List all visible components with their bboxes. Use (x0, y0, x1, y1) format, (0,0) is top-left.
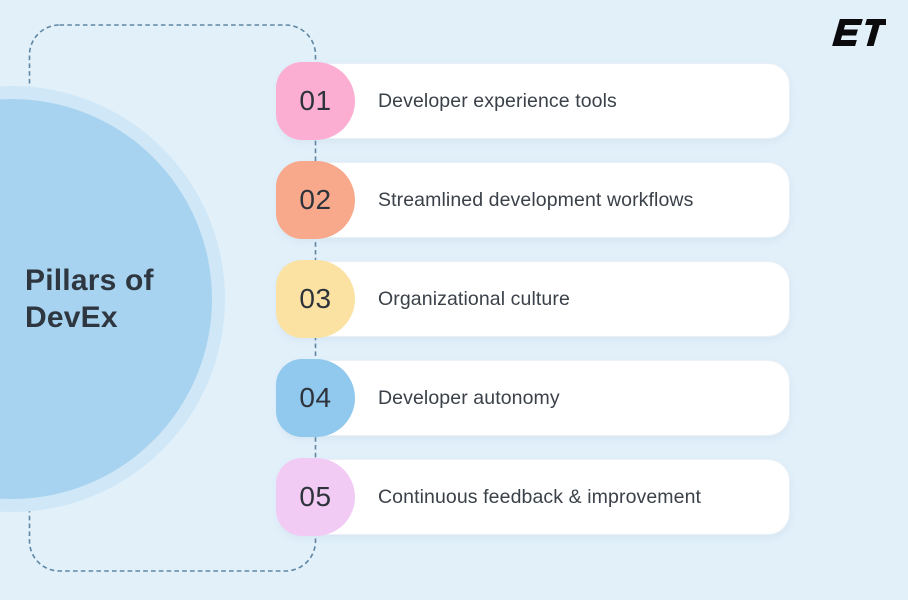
hub-title-line2: DevEx (25, 301, 118, 334)
hub-title: Pillars of DevEx (25, 262, 154, 336)
pillar-number: 04 (299, 382, 332, 413)
et-logo (830, 14, 889, 55)
pillar-number: 02 (299, 184, 332, 215)
pillar-label: Developer autonomy (378, 386, 560, 409)
pillar-number: 03 (299, 283, 332, 314)
pillar-card: Developer autonomy (278, 360, 790, 436)
pillar-label: Continuous feedback & improvement (378, 485, 702, 508)
pillar-row: Streamlined development workflows 02 (276, 161, 790, 239)
pillar-number-badge: 01 (276, 62, 355, 140)
hub-title-line1: Pillars of (25, 264, 154, 297)
pillar-label: Organizational culture (378, 287, 570, 310)
pillar-row: Developer autonomy 04 (276, 359, 790, 437)
et-logo-icon (832, 19, 889, 46)
pillar-number-badge: 02 (276, 161, 355, 239)
pillar-number-badge: 03 (276, 260, 355, 338)
pillar-row: Developer experience tools 01 (276, 62, 790, 140)
pillar-row: Continuous feedback & improvement 05 (276, 458, 790, 536)
pillar-number-badge: 04 (276, 359, 355, 437)
pillar-card: Continuous feedback & improvement (278, 459, 790, 535)
pillar-row: Organizational culture 03 (276, 260, 790, 338)
pillar-number: 05 (299, 481, 332, 512)
pillar-label: Developer experience tools (378, 89, 617, 112)
pillar-card: Organizational culture (278, 261, 790, 337)
pillar-card: Streamlined development workflows (278, 162, 790, 238)
pillar-label: Streamlined development workflows (378, 188, 694, 211)
pillar-number: 01 (299, 85, 332, 116)
pillar-number-badge: 05 (276, 458, 355, 536)
pillars-list: Developer experience tools 01 Streamline… (276, 62, 790, 536)
